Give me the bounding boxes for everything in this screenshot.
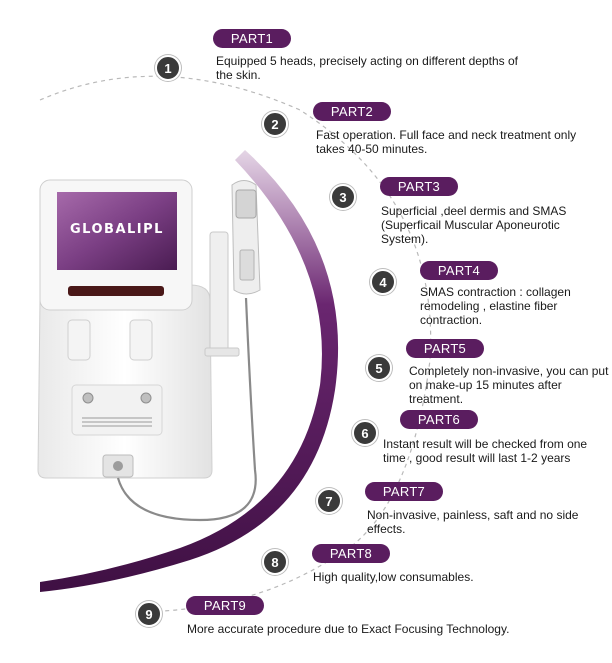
part-badge-4: PART4 [420,261,498,280]
part-badge-1: PART1 [213,29,291,48]
step-number-3: 3 [330,184,356,210]
step-number-6: 6 [352,420,378,446]
cable [116,297,257,522]
step-number-2: 2 [262,111,288,137]
device-monitor [39,179,193,311]
step-number-1: 1 [155,55,181,81]
part-description-5: Completely non-invasive, you can put on … [409,364,609,406]
device-body [37,284,213,479]
step-number-7: 7 [316,488,342,514]
part-description-1: Equipped 5 heads, precisely acting on di… [216,54,518,82]
part-description-7: Non-invasive, painless, saft and no side… [367,508,579,536]
part-badge-9: PART9 [186,596,264,615]
step-number-8: 8 [262,549,288,575]
part-description-6: Instant result will be checked from one … [383,437,588,465]
part-badge-8: PART8 [312,544,390,563]
part-description-8: High quality,low consumables. [313,570,474,584]
brand-logo: GLOBALIPL [70,222,164,237]
part-badge-2: PART2 [313,102,391,121]
part-badge-3: PART3 [380,177,458,196]
part-description-9: More accurate procedure due to Exact Foc… [187,622,510,636]
part-description-2: Fast operation. Full face and neck treat… [316,128,577,156]
step-number-4: 4 [370,269,396,295]
part-description-3: Superficial ,deel dermis and SMAS (Super… [381,204,567,246]
part-badge-6: PART6 [400,410,478,429]
step-number-5: 5 [366,355,392,381]
part-badge-5: PART5 [406,339,484,358]
handpiece [204,180,261,357]
part-badge-7: PART7 [365,482,443,501]
part-description-4: SMAS contraction : collagen remodeling ,… [420,285,571,327]
step-number-9: 9 [136,601,162,627]
